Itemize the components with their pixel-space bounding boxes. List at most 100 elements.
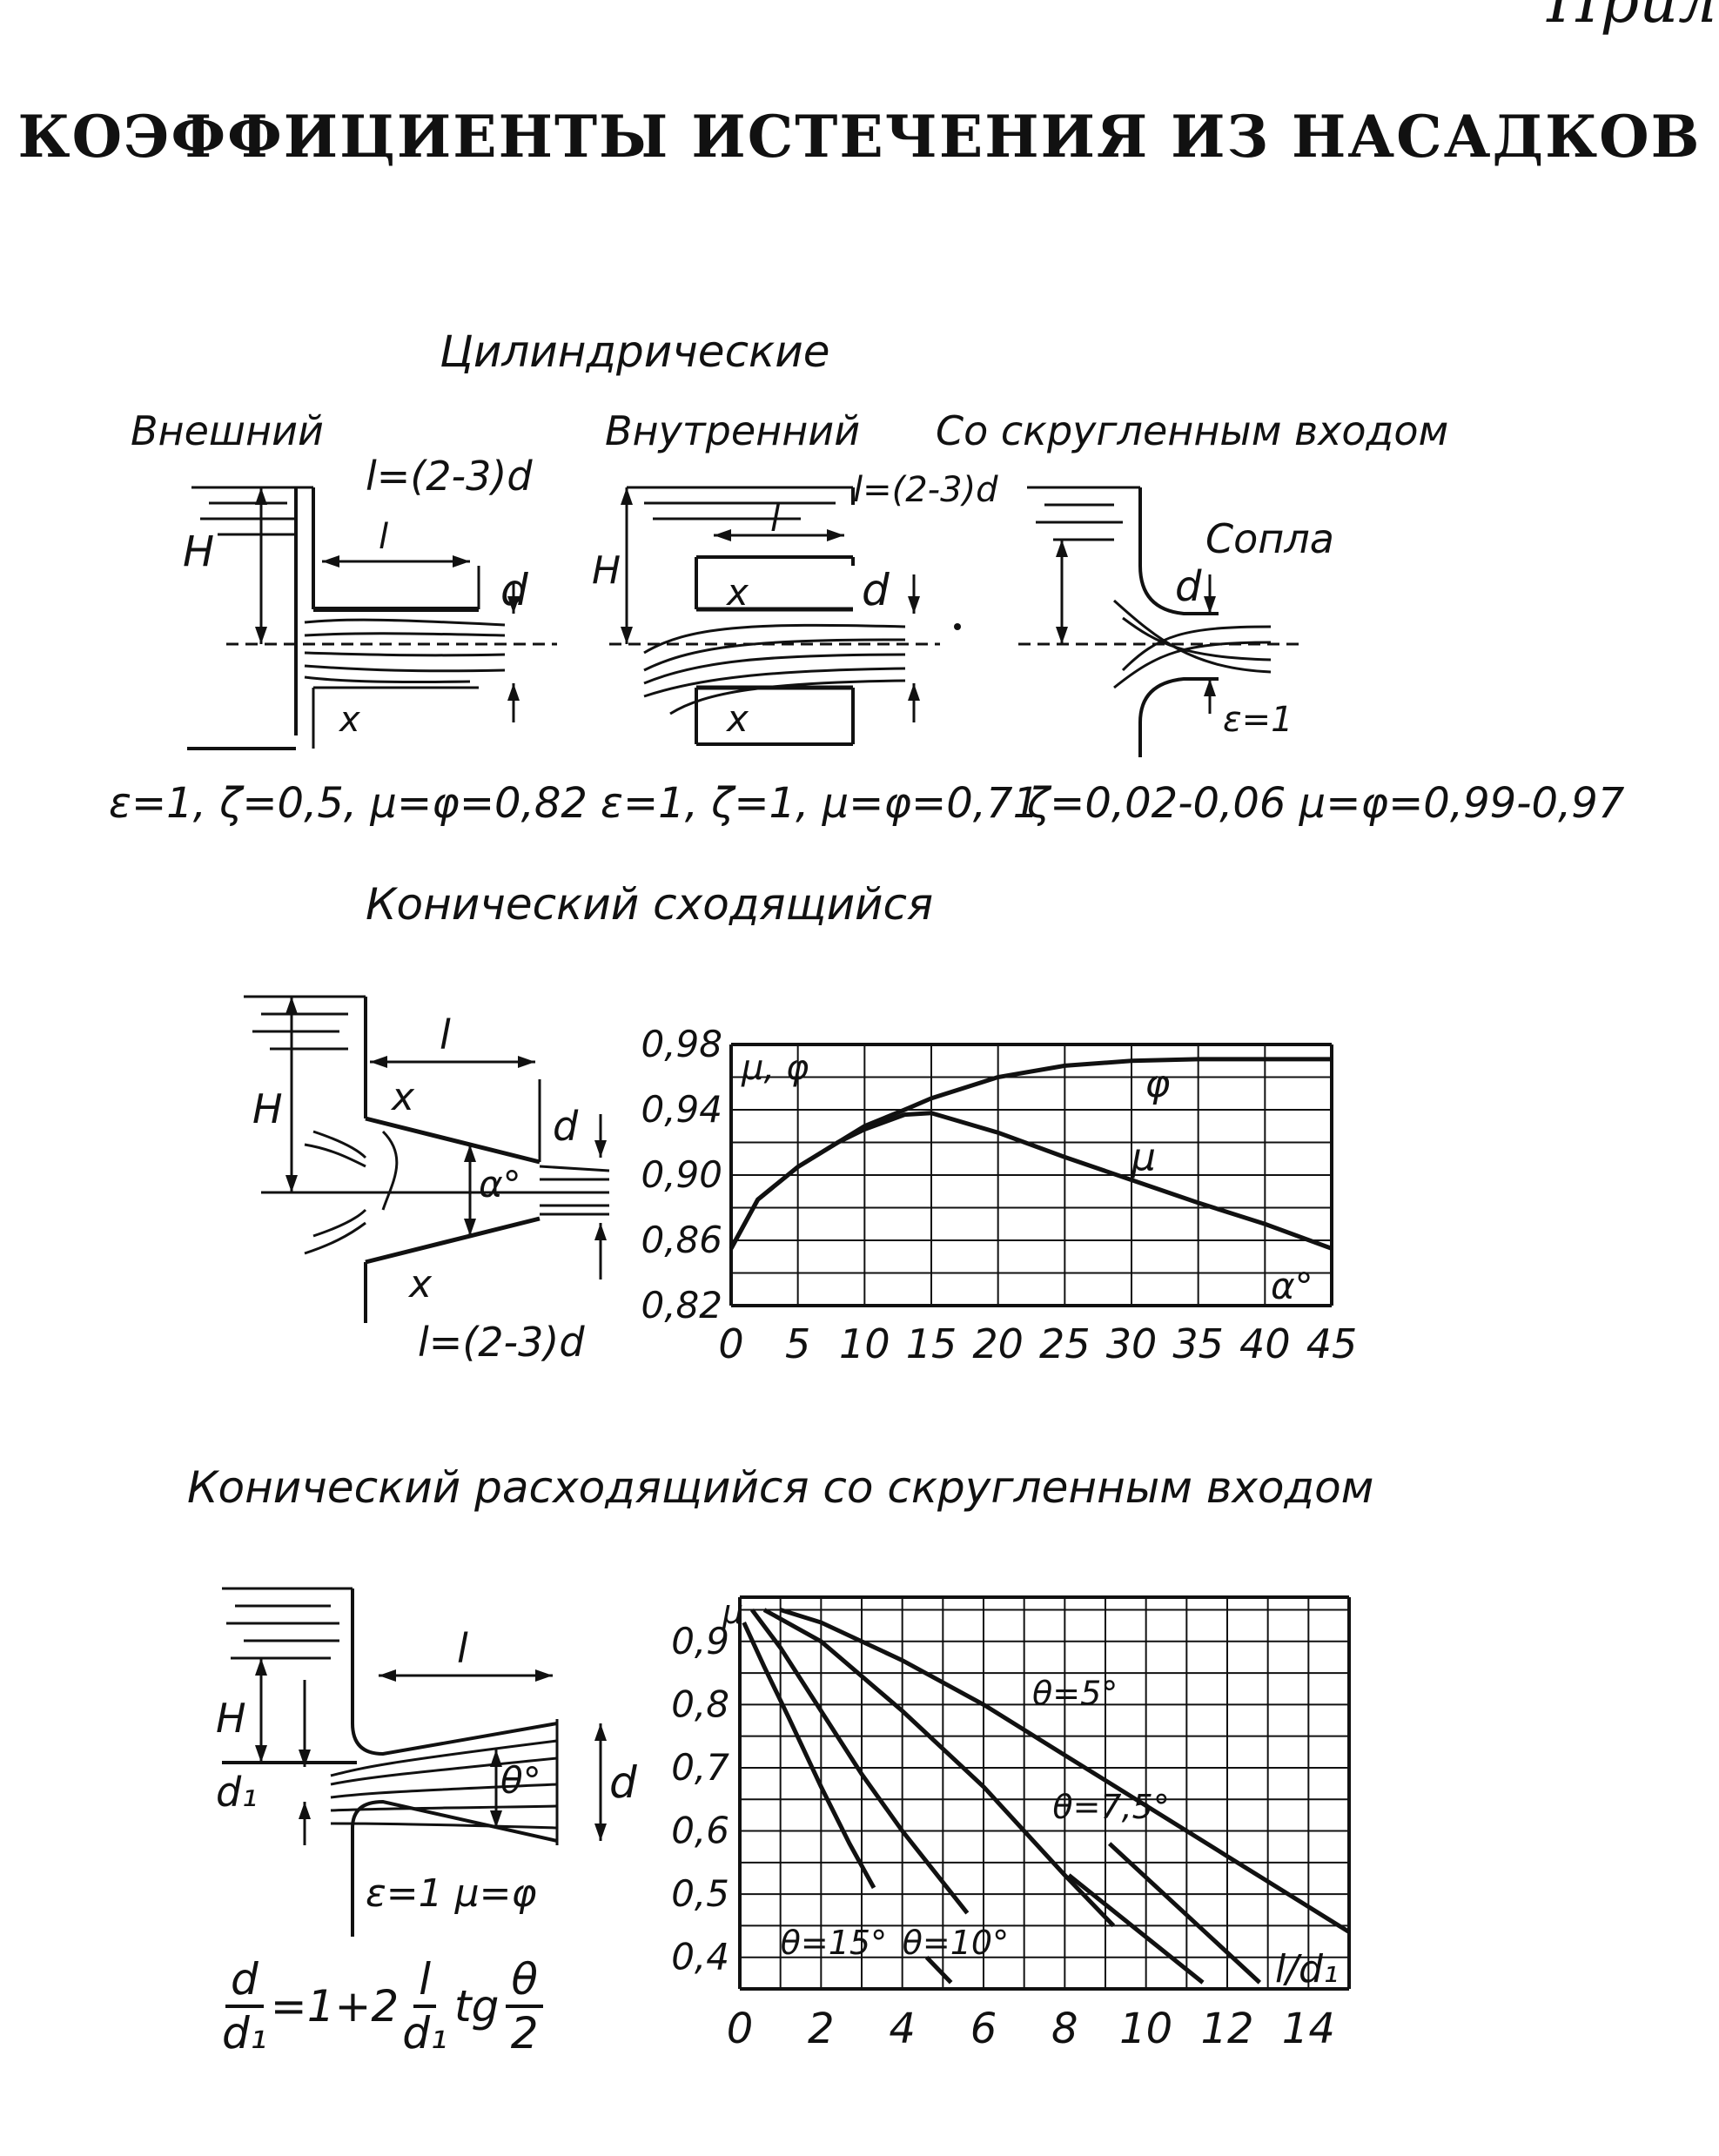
internal-length-formula: l=(2-3)d bbox=[853, 470, 998, 510]
formula-lhs-den: d₁ bbox=[222, 2008, 267, 2059]
external-coefficients: ε=1, ζ=0,5, μ=φ=0,82 bbox=[109, 779, 588, 828]
y-tick-label: 0,9 bbox=[671, 1620, 729, 1662]
formula-frac-num: l bbox=[413, 1954, 437, 2008]
diverging-d1-label: d₁ bbox=[216, 1769, 258, 1816]
x-tick-label: 30 bbox=[1106, 1320, 1158, 1367]
converging-heading: Конический сходящийся bbox=[366, 879, 934, 930]
formula-middle: =1+2 bbox=[270, 1981, 400, 2032]
series-line-mu bbox=[729, 1111, 1333, 1251]
series-label-3: θ=15° bbox=[781, 1924, 887, 1962]
converging-x-top-label: x bbox=[390, 1075, 415, 1119]
series-line-2 bbox=[750, 1609, 970, 1915]
diverging-formula: d d₁ =1+2 l d₁ tg θ 2 bbox=[222, 1954, 543, 2059]
external-length-formula: l=(2-3)d bbox=[366, 453, 533, 500]
series-label-1: θ=7,5° bbox=[1052, 1788, 1170, 1826]
rounded-coefficients: ζ=0,02-0,06 μ=φ=0,99-0,97 bbox=[1027, 779, 1625, 828]
y-tick-label: 0,98 bbox=[641, 1023, 722, 1065]
external-nozzle-label: Внешний bbox=[131, 407, 324, 454]
formula-theta-fraction: θ 2 bbox=[506, 1954, 543, 2059]
x-tick-label: 0 bbox=[718, 1320, 743, 1367]
y-tick-label: 0,6 bbox=[671, 1810, 729, 1852]
internal-nozzle-diagram: H l x x d bbox=[592, 486, 961, 746]
y-tick-label: 0,8 bbox=[671, 1682, 729, 1725]
x-axis-label: α° bbox=[1271, 1265, 1313, 1307]
x-tick-label: 40 bbox=[1239, 1320, 1291, 1367]
converging-d-label: d bbox=[553, 1103, 579, 1150]
internal-nozzle-label: Внутренний bbox=[605, 407, 861, 454]
diverging-l-label: l bbox=[457, 1625, 468, 1672]
diverging-heading: Конический расходящийся со скругленным в… bbox=[187, 1462, 1374, 1513]
x-tick-label: 10 bbox=[1119, 2005, 1172, 2053]
y-tick-label: 0,4 bbox=[671, 1936, 729, 1978]
y-tick-label: 0,94 bbox=[641, 1088, 722, 1131]
x-tick-label: 45 bbox=[1306, 1320, 1358, 1367]
partial-curve-1 bbox=[1107, 1842, 1262, 1985]
x-tick-label: 8 bbox=[1051, 2005, 1078, 2053]
y-tick-label: 0,82 bbox=[641, 1284, 722, 1327]
external-l-label: l bbox=[379, 517, 388, 557]
series-label-0: θ=5° bbox=[1032, 1674, 1118, 1712]
rounded-nozzle-label: Со скругленным входом bbox=[936, 407, 1449, 454]
page-corner-fragment: Прило bbox=[1547, 0, 1719, 37]
rounded-nozzle-diagram: d ε=1 bbox=[1018, 486, 1306, 757]
x-tick-label: 25 bbox=[1039, 1320, 1091, 1367]
series-label-mu: μ bbox=[1131, 1135, 1156, 1179]
series-label-phi: φ bbox=[1145, 1062, 1170, 1106]
internal-d-label: d bbox=[862, 565, 890, 615]
internal-x-top-label: x bbox=[725, 571, 749, 614]
series-label-2: θ=10° bbox=[903, 1924, 1009, 1962]
external-x-label: x bbox=[338, 700, 360, 740]
x-tick-label: 2 bbox=[808, 2005, 835, 2053]
partial-curve-2 bbox=[924, 1955, 953, 1985]
internal-x-bottom-label: x bbox=[725, 697, 749, 740]
cylindrical-heading: Цилиндрические bbox=[440, 326, 830, 377]
formula-theta-num: θ bbox=[506, 1954, 543, 2008]
x-tick-label: 20 bbox=[972, 1320, 1024, 1367]
x-tick-label: 6 bbox=[970, 2005, 997, 2053]
series-line-1 bbox=[762, 1608, 1116, 1928]
x-tick-label: 0 bbox=[727, 2005, 754, 2053]
diverging-epsilon-mu: ε=1 μ=φ bbox=[366, 1871, 537, 1916]
y-tick-label: 0,90 bbox=[641, 1153, 722, 1196]
internal-H-label: H bbox=[592, 548, 621, 593]
page-title: КОЭФФИЦИЕНТЫ ИСТЕЧЕНИЯ ИЗ НАСАДКОВ bbox=[17, 103, 1702, 171]
x-tick-label: 10 bbox=[839, 1320, 890, 1367]
y-tick-label: 0,7 bbox=[671, 1746, 729, 1789]
rounded-d-label: d bbox=[1175, 562, 1202, 611]
external-H-label: H bbox=[183, 527, 214, 576]
x-tick-label: 15 bbox=[906, 1320, 957, 1367]
external-nozzle-diagram: H l d x bbox=[183, 486, 557, 750]
formula-lhs-fraction: d d₁ bbox=[222, 1954, 267, 2059]
internal-l-label: l bbox=[770, 500, 780, 540]
formula-tg: tg bbox=[454, 1981, 500, 2032]
formula-theta-den: 2 bbox=[510, 2008, 539, 2059]
series-line-0 bbox=[779, 1608, 1351, 1934]
x-axis-label: l/d₁ bbox=[1275, 1947, 1339, 1991]
y-tick-label: 0,5 bbox=[671, 1872, 729, 1915]
partial-curve-0 bbox=[1067, 1873, 1205, 1985]
converging-l-label: l bbox=[440, 1011, 451, 1058]
rounded-epsilon-label: ε=1 bbox=[1223, 700, 1293, 740]
converging-alpha-label: α° bbox=[479, 1163, 521, 1206]
converging-x-bottom-label: x bbox=[407, 1262, 433, 1306]
formula-frac-den: d₁ bbox=[402, 2008, 448, 2059]
x-tick-label: 12 bbox=[1200, 2005, 1253, 2053]
nozzle-label: Сопла bbox=[1205, 515, 1334, 562]
y-axis-label: μ bbox=[722, 1593, 743, 1631]
converging-nozzle-diagram: H l x x α° d bbox=[244, 995, 610, 1323]
internal-coefficients: ε=1, ζ=1, μ=φ=0,71 bbox=[601, 779, 1040, 828]
diverging-H-label: H bbox=[216, 1695, 246, 1742]
series-line-3 bbox=[742, 1621, 876, 1890]
diverging-nozzle-diagram: H l d₁ θ° d bbox=[216, 1587, 637, 1937]
y-tick-label: 0,86 bbox=[641, 1219, 722, 1261]
formula-lhs-num: d bbox=[225, 1954, 264, 2008]
y-axis-label: μ, φ bbox=[741, 1048, 809, 1088]
x-tick-label: 4 bbox=[889, 2005, 916, 2053]
x-tick-label: 5 bbox=[785, 1320, 810, 1367]
formula-l-fraction: l d₁ bbox=[402, 1954, 447, 2059]
external-d-label: d bbox=[500, 565, 528, 615]
converging-length-formula: l=(2-3)d bbox=[418, 1319, 585, 1366]
x-tick-label: 35 bbox=[1172, 1320, 1224, 1367]
